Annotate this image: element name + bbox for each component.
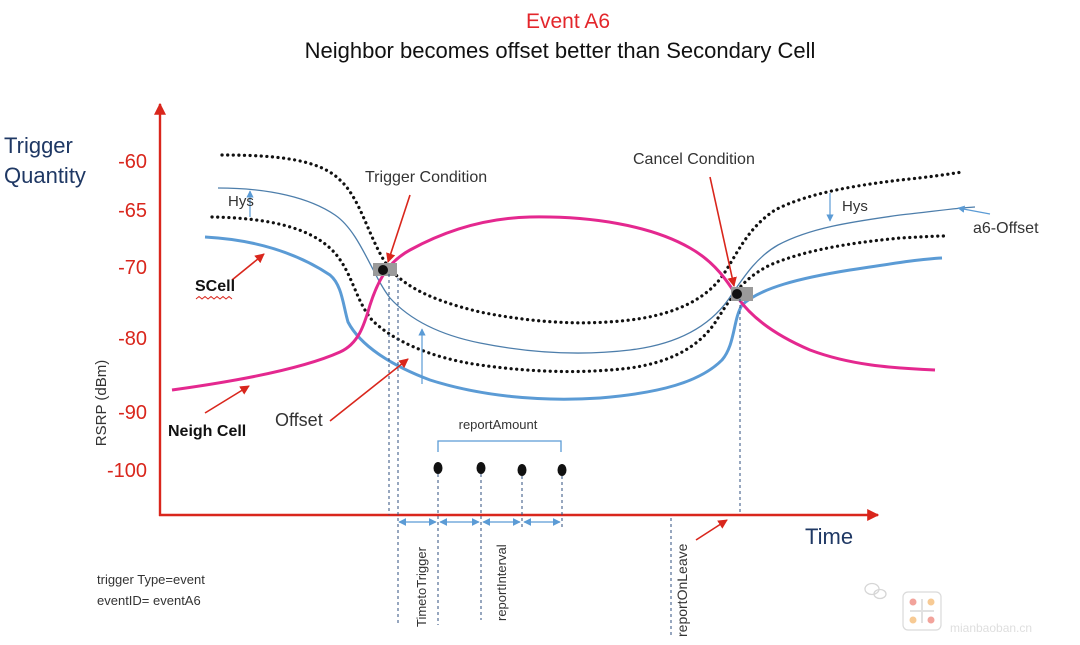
y-tick-label: -100 bbox=[107, 460, 147, 482]
y-tick-label: -65 bbox=[118, 200, 147, 222]
report-amount-label: reportAmount bbox=[459, 417, 538, 432]
neigh-cell-curve bbox=[171, 215, 936, 392]
y-tick-label: -80 bbox=[118, 328, 147, 350]
report-interval-label: reportInterval bbox=[494, 544, 509, 621]
offset-label: Offset bbox=[275, 410, 323, 430]
cancel-condition-label: Cancel Condition bbox=[633, 151, 755, 168]
y-tick-label: -90 bbox=[118, 402, 147, 424]
a6-offset-arrow bbox=[957, 205, 991, 215]
trigger-condition-arrow bbox=[386, 194, 411, 263]
a6-offset-threshold-curve bbox=[217, 187, 976, 354]
neigh-cell-pointer-arrow bbox=[204, 385, 250, 414]
watermark-logo-icon bbox=[902, 591, 942, 631]
report-dots bbox=[433, 462, 567, 476]
cancel-condition-arrow bbox=[709, 176, 737, 287]
y-tick-label: -70 bbox=[118, 257, 147, 279]
trigger-condition-label: Trigger Condition bbox=[365, 169, 487, 186]
timing-dashed-lines bbox=[388, 274, 741, 638]
watermark-name-mark bbox=[946, 589, 1064, 611]
a6-offset-label: a6-Offset bbox=[973, 220, 1039, 237]
y-axis-title-line: Quantity bbox=[4, 163, 86, 188]
config-line: trigger Type=event bbox=[97, 572, 205, 587]
pointer-arrows bbox=[204, 176, 737, 541]
wechat-icon bbox=[864, 582, 887, 600]
scell-pointer-arrow bbox=[231, 253, 265, 281]
report-amount-bracket bbox=[437, 440, 562, 452]
report-on-leave-label: reportOnLeave bbox=[674, 543, 690, 637]
scell-label: SCell bbox=[195, 278, 235, 295]
watermark: mianbaoban.cn bbox=[864, 582, 1064, 635]
y-axis-title: Trigger Quantity bbox=[4, 133, 86, 188]
upper-dotted-bound-curve bbox=[220, 153, 964, 325]
cancel-point-dot bbox=[732, 289, 742, 299]
trigger-point-dot bbox=[378, 265, 388, 275]
y-unit-label: RSRP (dBm) bbox=[93, 360, 110, 446]
config-line: eventID= eventA6 bbox=[97, 593, 201, 608]
report-dot bbox=[557, 464, 567, 476]
y-axis-title-line: Trigger bbox=[4, 133, 73, 158]
watermark-site: mianbaoban.cn bbox=[950, 621, 1032, 635]
time-to-trigger-label: TimetoTrigger bbox=[414, 546, 429, 627]
neigh-cell-label: Neigh Cell bbox=[168, 423, 246, 440]
report-on-leave-pointer-arrow bbox=[695, 519, 728, 541]
hys-left-label: Hys bbox=[228, 193, 254, 210]
lower-dotted-bound-curve bbox=[210, 215, 947, 374]
spellcheck-squiggle bbox=[195, 295, 233, 300]
y-tick-labels: -60 -65 -70 -80 -90 -100 bbox=[107, 151, 147, 482]
diagram-title: Event A6 bbox=[526, 10, 610, 33]
diagram-subtitle: Neighbor becomes offset better than Seco… bbox=[305, 38, 816, 63]
scell-curve bbox=[204, 235, 943, 401]
report-dot bbox=[433, 462, 443, 474]
hys-right-label: Hys bbox=[842, 198, 868, 215]
report-dot bbox=[476, 462, 486, 474]
offset-pointer-arrow bbox=[329, 358, 409, 422]
x-axis-title: Time bbox=[805, 524, 853, 549]
hysteresis-arrows bbox=[246, 190, 991, 384]
report-dot bbox=[517, 464, 527, 476]
y-tick-label: -60 bbox=[118, 151, 147, 173]
